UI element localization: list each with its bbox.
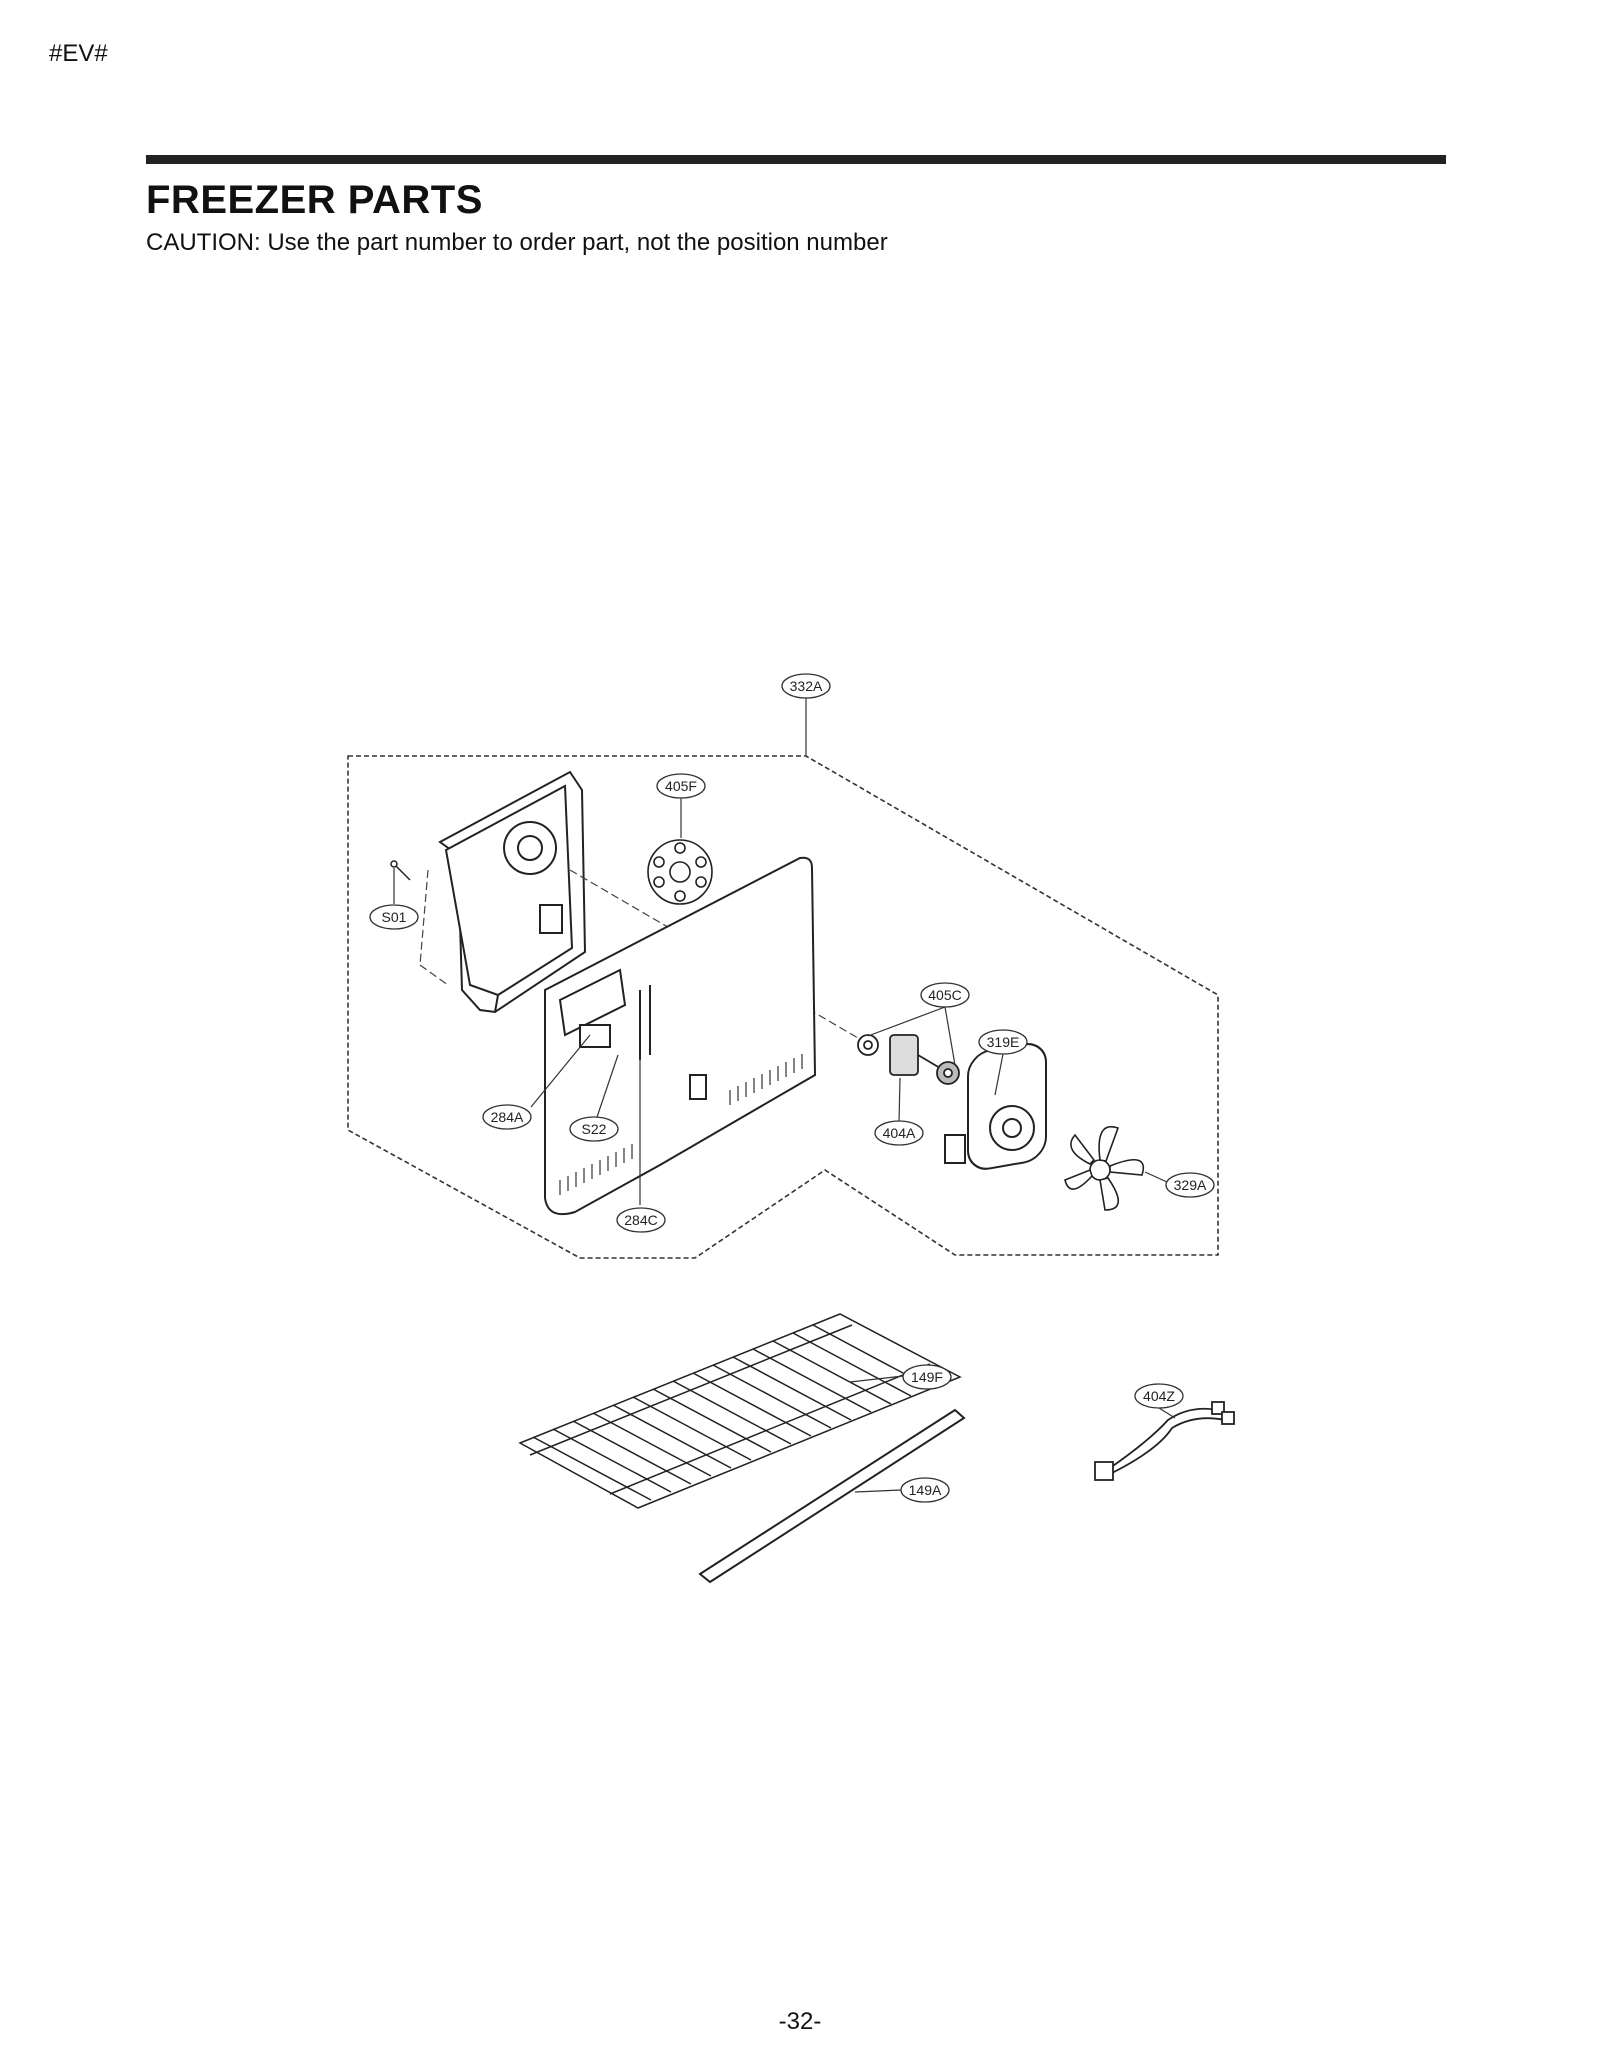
callout-405F: 405F [656, 773, 706, 799]
callout-label: 284C [624, 1212, 657, 1228]
callout-leaders [393, 698, 1176, 1493]
callout-149A: 149A [900, 1477, 950, 1503]
callout-319E: 319E [978, 1029, 1028, 1055]
assembly-boundary [347, 755, 1219, 1259]
front-cover-panel-part [544, 856, 817, 1216]
callout-label: 404Z [1143, 1388, 1175, 1404]
callout-label: 405F [665, 778, 697, 794]
shelf-trim-part [698, 1408, 966, 1584]
page-title: FREEZER PARTS [146, 178, 483, 222]
wire-harness-part [1094, 1401, 1235, 1481]
callout-332A: 332A [781, 673, 831, 699]
callout-405C: 405C [920, 982, 970, 1008]
document-code: #EV# [49, 40, 108, 67]
caution-note: CAUTION: Use the part number to order pa… [146, 229, 888, 256]
callout-S01: S01 [369, 904, 419, 930]
damper-disc-part [647, 839, 713, 905]
callout-label: S22 [582, 1121, 607, 1137]
callout-label: 405C [928, 987, 961, 1003]
fan-motor-part [857, 1034, 960, 1085]
wire-shelf-part [518, 1313, 962, 1509]
callout-label: 319E [987, 1034, 1020, 1050]
fan-shroud-part [944, 1043, 1047, 1170]
callout-label: 329A [1174, 1177, 1207, 1193]
callout-S22: S22 [569, 1116, 619, 1142]
front-cover-grille [559, 1054, 803, 1195]
callout-284A: 284A [482, 1104, 532, 1130]
callout-284C: 284C [616, 1207, 666, 1233]
page-number: -32- [778, 2008, 822, 2035]
callout-label: 149F [911, 1369, 943, 1385]
callout-label: S01 [382, 909, 407, 925]
callout-329A: 329A [1165, 1172, 1215, 1198]
callout-label: 404A [883, 1125, 916, 1141]
callout-149F: 149F [902, 1364, 952, 1390]
fan-blade-part [1064, 1125, 1145, 1211]
callout-404Z: 404Z [1134, 1383, 1184, 1409]
screw-part [390, 860, 411, 881]
callout-label: 149A [909, 1482, 942, 1498]
callout-404A: 404A [874, 1120, 924, 1146]
back-bracket-part [438, 770, 587, 1014]
title-rule [146, 155, 1446, 164]
callout-label: 284A [491, 1109, 524, 1125]
callout-label: 332A [790, 678, 823, 694]
